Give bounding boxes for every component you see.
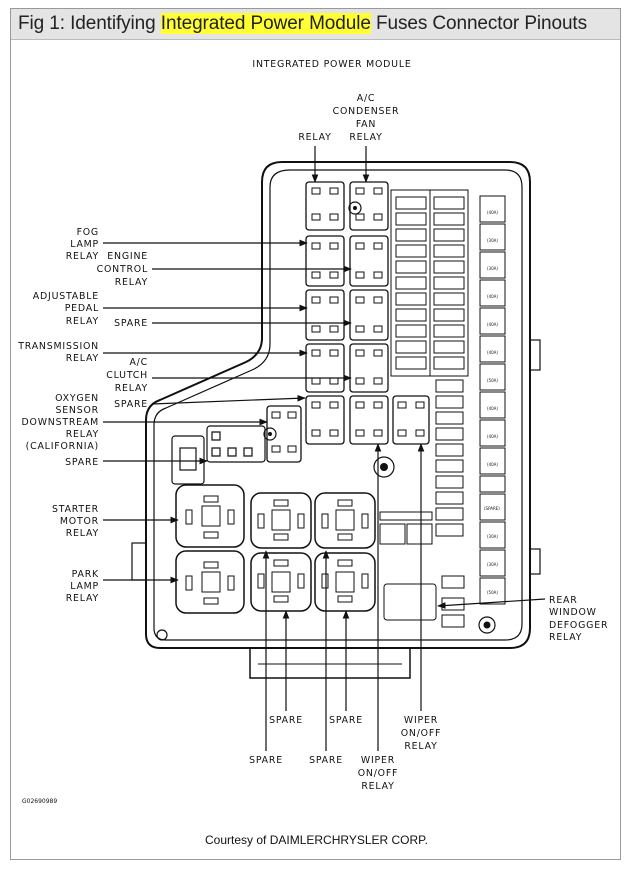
label-park-lamp-2: LAMP (70, 581, 99, 592)
label-ac-clutch-2: CLUTCH (106, 370, 148, 381)
label-rear-window-2: WINDOW (549, 607, 597, 618)
label-starter-motor-3: RELAY (66, 528, 99, 539)
mini-fuse-block (379, 189, 469, 628)
label-bottom-spare-2: SPARE (329, 715, 363, 726)
label-bottom-spare-1: SPARE (269, 715, 303, 726)
svg-text:(30A): (30A) (487, 534, 498, 539)
svg-text:(40A): (40A) (487, 462, 498, 467)
figure-code: G02690989 (22, 798, 57, 805)
svg-text:(50A): (50A) (487, 590, 498, 595)
callout-labels: RELAY A/C CONDENSER FAN RELAY FOG LAMP R… (17, 93, 608, 792)
label-oxygen-sensor-4: RELAY (66, 429, 99, 440)
label-bottom-wiper-1c: RELAY (404, 741, 437, 752)
label-spare-1: SPARE (114, 318, 148, 329)
svg-text:(40A): (40A) (487, 210, 498, 215)
label-spare-2: SPARE (114, 399, 148, 410)
label-ac-clutch-3: RELAY (115, 383, 148, 394)
label-oxygen-sensor-2: SENSOR (55, 405, 99, 416)
label-ac-clutch: A/C (129, 357, 148, 368)
label-oxygen-sensor-3: DOWNSTREAM (22, 417, 100, 428)
label-rear-window: REAR (549, 595, 578, 606)
label-transmission-2: RELAY (66, 353, 99, 364)
label-ac-condenser-2: CONDENSER (333, 106, 400, 117)
label-park-lamp-3: RELAY (66, 593, 99, 604)
svg-text:(40A): (40A) (487, 406, 498, 411)
upper-relay-grid (266, 181, 430, 463)
label-ac-condenser-3: FAN (356, 119, 376, 130)
large-relays (175, 484, 376, 614)
label-rear-window-4: RELAY (549, 632, 582, 643)
large-relay-pins (185, 495, 369, 605)
label-engine-control-3: RELAY (115, 277, 148, 288)
label-fog-lamp-3: RELAY (66, 251, 99, 262)
diagram-heading: INTEGRATED POWER MODULE (252, 59, 411, 70)
svg-text:(40A): (40A) (487, 294, 498, 299)
label-bottom-wiper-2b: ON/OFF (358, 768, 399, 779)
figure-frame (10, 8, 621, 860)
svg-text:(40A): (40A) (487, 434, 498, 439)
svg-text:(30A): (30A) (487, 266, 498, 271)
label-bottom-wiper-1b: ON/OFF (401, 728, 442, 739)
title-highlight: Integrated Power Module (160, 13, 371, 34)
svg-text:(30A): (30A) (487, 562, 498, 567)
module-housing (131, 161, 541, 679)
label-ac-condenser-4: RELAY (349, 132, 382, 143)
svg-text:(50A): (50A) (487, 378, 498, 383)
relay-terminals (271, 187, 425, 453)
label-relay-top: RELAY (298, 132, 331, 143)
label-adjustable-pedal-2: PEDAL (65, 303, 99, 314)
spare-socket (171, 425, 266, 485)
label-bottom-spare-3: SPARE (249, 755, 283, 766)
label-transmission: TRANSMISSION (17, 341, 99, 352)
label-spare-3: SPARE (65, 457, 99, 468)
label-fog-lamp-2: LAMP (70, 239, 99, 250)
label-fog-lamp: FOG (77, 227, 99, 238)
label-oxygen-sensor-5: (CALIFORNIA) (26, 441, 99, 452)
label-adjustable-pedal-3: RELAY (66, 316, 99, 327)
svg-text:(30A): (30A) (487, 238, 498, 243)
label-rear-window-3: DEFOGGER (549, 620, 608, 631)
label-engine-control: ENGINE (107, 251, 148, 262)
label-adjustable-pedal: ADJUSTABLE (33, 291, 99, 302)
svg-text:(SPARE): (SPARE) (484, 506, 500, 511)
figure-title: Fig 1: Identifying Integrated Power Modu… (18, 13, 587, 35)
label-bottom-wiper-2: WIPER (361, 755, 395, 766)
fuse-ratings: (40A) (30A) (30A) (40A) (40A) (40A) (50A) (40… (484, 210, 500, 595)
label-bottom-spare-4: SPARE (309, 755, 343, 766)
label-engine-control-2: CONTROL (97, 264, 148, 275)
callout-arrows (103, 146, 546, 751)
cartridge-fuse-column (479, 195, 506, 605)
svg-text:(40A): (40A) (487, 350, 498, 355)
label-starter-motor-2: MOTOR (60, 516, 99, 527)
title-prefix: Fig 1: Identifying (18, 13, 161, 34)
label-bottom-wiper-2c: RELAY (361, 781, 394, 792)
title-suffix: Fuses Connector Pinouts (370, 13, 588, 34)
credit-line: Courtesy of DAIMLERCHRYSLER CORP. (205, 833, 428, 847)
label-bottom-wiper-1: WIPER (404, 715, 438, 726)
figure-header: Fig 1: Identifying Integrated Power Modu… (11, 9, 620, 40)
label-ac-condenser: A/C (357, 93, 376, 104)
label-starter-motor: STARTER (52, 504, 99, 515)
svg-text:(40A): (40A) (487, 322, 498, 327)
label-park-lamp: PARK (72, 569, 99, 580)
label-oxygen-sensor: OXYGEN (55, 393, 99, 404)
